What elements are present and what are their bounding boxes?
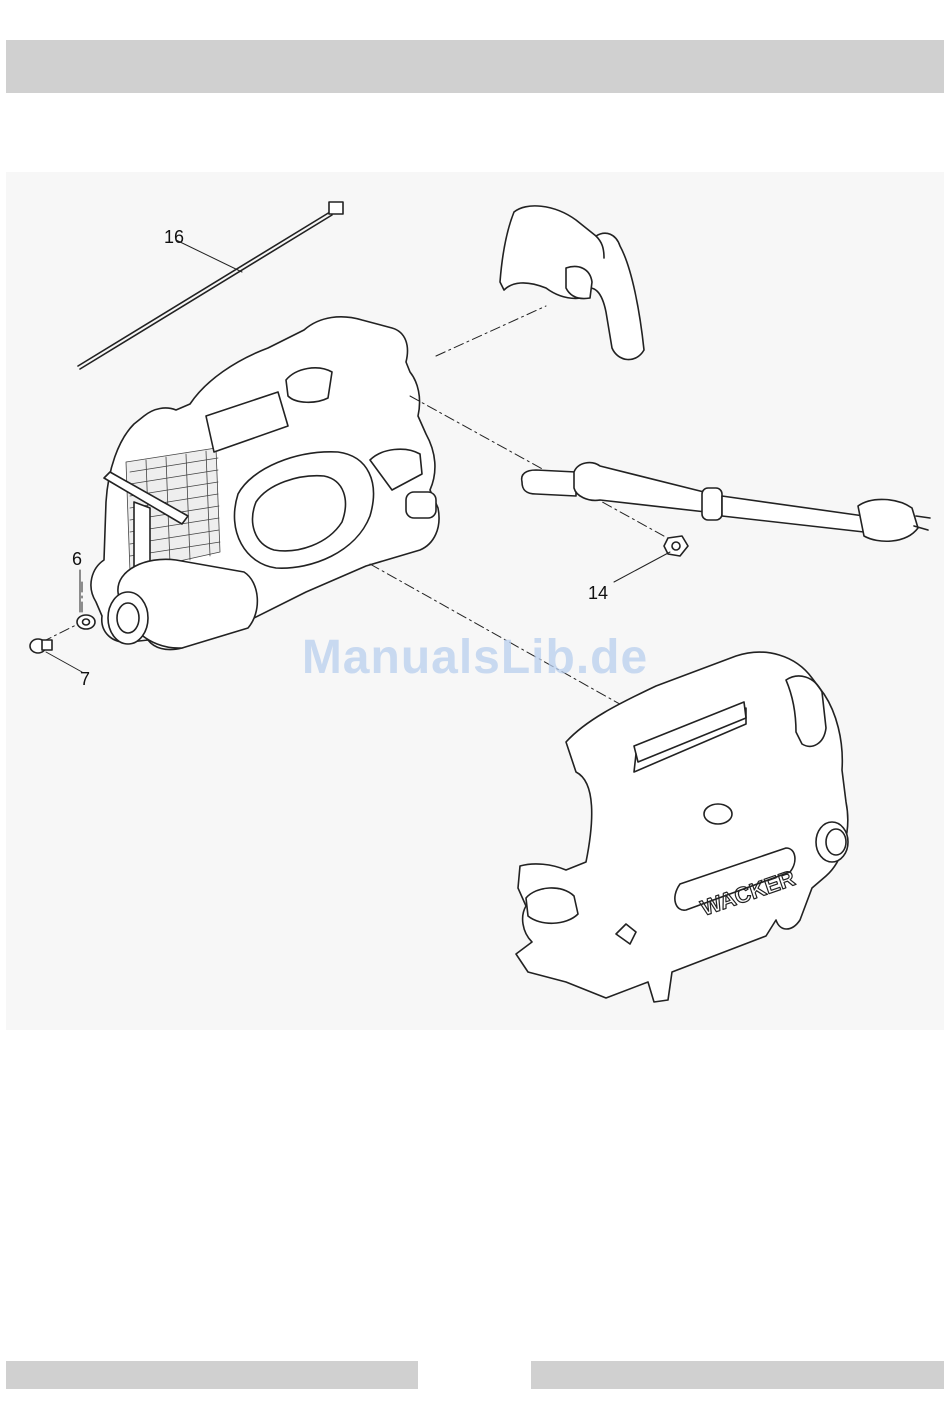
outer-housing-part: WACKER (516, 652, 848, 1002)
header-bar (6, 40, 944, 93)
footer-bar-left (6, 1361, 418, 1389)
callout-16: 16 (164, 228, 184, 246)
washer-part (77, 615, 95, 629)
exploded-view-drawing: WACKER (6, 172, 944, 1030)
callout-14: 14 (588, 584, 608, 602)
handle-cover-part (500, 206, 644, 360)
footer-bar-right (531, 1361, 944, 1389)
parts-diagram: WACKER (6, 172, 944, 1030)
power-cable-part (522, 463, 930, 542)
callout-6: 6 (72, 550, 82, 568)
motor-housing-part (91, 317, 439, 650)
watermark: ManualsLib.de (0, 630, 950, 685)
